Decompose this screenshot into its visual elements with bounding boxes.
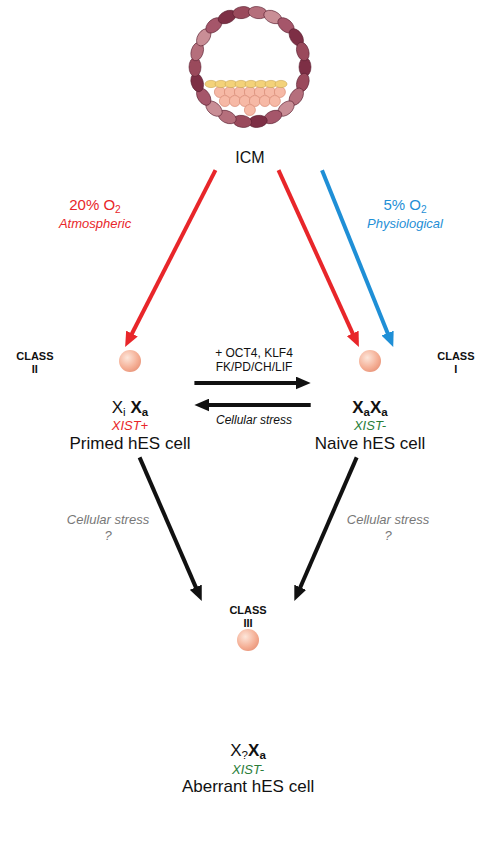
node-text: XIST- <box>232 762 264 778</box>
edge-label: Cellular stress ? <box>63 512 153 543</box>
subscript: a <box>259 750 265 762</box>
oxygen-condition-label: Atmospheric <box>59 216 131 232</box>
subscript: 2 <box>115 204 121 215</box>
node-text: XIST- <box>354 418 386 434</box>
cell-sphere <box>359 350 381 372</box>
cell-sphere <box>237 629 259 651</box>
arrow-connector <box>279 170 354 334</box>
subscript: ? <box>242 750 248 762</box>
arrow-connector <box>132 170 216 334</box>
node-text: Naive hES cell <box>315 434 426 454</box>
node-text: X?Xa <box>230 741 266 761</box>
node-text: Aberrant hES cell <box>182 777 314 797</box>
blastocyst-illustration <box>175 4 325 130</box>
chromosome-state: Xi <box>112 398 126 417</box>
node-text: Xi Xa <box>112 398 148 418</box>
subscript: a <box>364 406 370 418</box>
arrow-connector <box>194 381 296 385</box>
edge-label: 5% O2 <box>383 196 426 214</box>
edge-label: Cellular stress ? <box>343 512 433 543</box>
chromosome-state: Xa <box>352 398 370 417</box>
node-text: Primed hES cell <box>70 434 191 454</box>
oxygen-condition-label: Physiological <box>367 216 443 232</box>
class-label: CLASS I <box>437 350 474 375</box>
node-text: XIST+ <box>112 418 149 434</box>
icm-node: ICM <box>175 4 325 167</box>
cell-node: XaXaXIST-Naive hES cellCLASS I <box>315 350 426 454</box>
node-text: XaXa <box>352 398 388 418</box>
cell-sphere <box>119 350 141 372</box>
edge-label: + OCT4, KLF4 FK/PD/CH/LIF <box>211 346 297 375</box>
class-label: CLASS III <box>229 604 266 629</box>
edge-label: 20% O2 <box>69 196 121 214</box>
subscript: i <box>123 406 126 418</box>
chromosome-state: Xa <box>248 741 266 760</box>
cell-node: CLASS IIIX?XaXIST-Aberrant hES cell <box>182 604 314 798</box>
cell-node: Xi XaXIST+Primed hES cellCLASS II <box>70 350 191 454</box>
chromosome-state: X? <box>230 741 248 760</box>
node-text: ICM <box>235 148 264 167</box>
chromosome-state: Xa <box>370 398 388 417</box>
subscript: a <box>381 406 387 418</box>
arrow-connector <box>208 403 310 407</box>
subscript: a <box>142 406 148 418</box>
subscript: 2 <box>421 204 427 215</box>
chromosome-state: Xa <box>130 398 148 417</box>
class-label: CLASS II <box>16 350 53 375</box>
edge-label: Cellular stress <box>216 413 292 427</box>
arrow-connector <box>322 170 388 334</box>
